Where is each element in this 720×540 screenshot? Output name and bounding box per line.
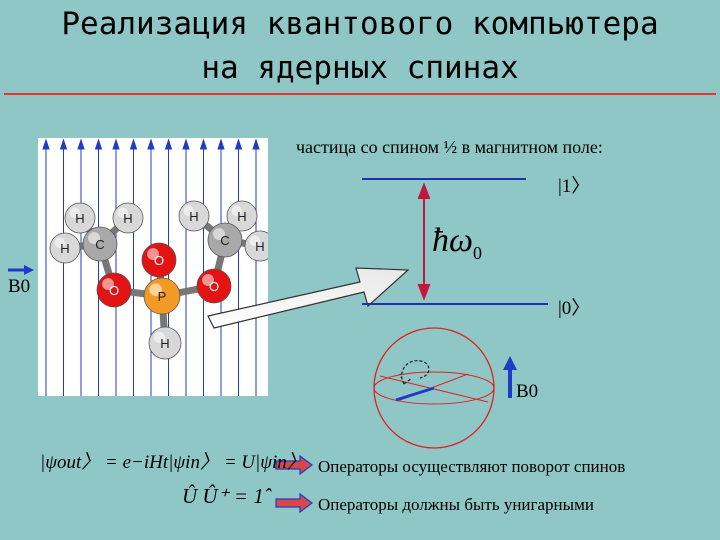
b0-left-label: B0 [8, 276, 31, 297]
field-arrowhead [42, 138, 50, 150]
atom-label: H [255, 239, 264, 254]
title-line-1: Реализация квантового компьютера [61, 6, 659, 42]
atom-label: H [160, 336, 169, 351]
note-unitary: Операторы должны быть унигарными [318, 495, 594, 514]
spin-vector [395, 386, 435, 402]
field-arrowhead [164, 138, 173, 150]
atom-label: H [60, 241, 69, 256]
atom-label: C [95, 237, 104, 252]
note-arrow-2 [275, 492, 313, 514]
atom-c: C [207, 222, 243, 258]
field-arrowhead [199, 138, 208, 150]
slide-title: Реализация квантового компьютера на ядер… [0, 2, 720, 90]
splitting-arrow [417, 182, 431, 301]
atom-o: O [141, 242, 177, 278]
atom-label: H [237, 209, 246, 224]
atom-label: O [209, 279, 219, 294]
atom-c: C [82, 226, 118, 262]
note-arrow-1 [275, 454, 313, 476]
atom-h: H [244, 230, 268, 262]
pointer-arrow [207, 267, 410, 329]
atom-h: H [49, 232, 81, 264]
atom-label: H [123, 211, 132, 226]
field-arrowhead [59, 138, 68, 150]
title-underline [4, 93, 716, 95]
field-arrowhead [182, 138, 190, 150]
note-rotation: Операторы осуществляют поворот спинов [318, 457, 626, 476]
field-arrowhead [252, 138, 260, 150]
unitarity-equation: Û Û⁺ = 1̂ [182, 484, 264, 508]
particle-caption: частица со спином ½ в магнитном поле: [296, 137, 603, 157]
atom-label: H [189, 209, 198, 224]
precession-path [399, 360, 430, 385]
atom-label: O [109, 283, 119, 298]
atom-h: H [148, 326, 182, 360]
atom-o: O [196, 268, 232, 304]
title-line-2: на ядерных спинах [201, 50, 519, 86]
splitting-subscript: 0 [473, 242, 483, 263]
energy-splitting-label: ħω0 [432, 222, 482, 264]
field-arrowhead [217, 138, 225, 150]
field-arrowhead [147, 138, 155, 150]
atom-o: O [96, 272, 132, 308]
atom-h: H [112, 202, 144, 234]
evolution-equation: |ψout〉 = e−iHt|ψin〉 = U|ψin〉 [40, 452, 306, 473]
field-arrowhead [77, 138, 85, 150]
ket-zero-label: |0〉 [558, 298, 591, 319]
b0-left-arrow [8, 265, 34, 275]
field-arrowhead [112, 138, 120, 150]
atom-label: O [154, 253, 164, 268]
b0-right-arrow [503, 356, 517, 398]
field-arrowhead [234, 138, 243, 150]
field-arrowhead [129, 138, 138, 150]
atom-h: H [64, 202, 96, 234]
atom-label: H [75, 211, 84, 226]
bloch-sphere [373, 327, 495, 449]
hbar-omega: ħω [432, 222, 474, 259]
atom-h: H [178, 200, 210, 232]
atom-label: C [220, 233, 229, 248]
ket-one-label: |1〉 [558, 176, 591, 197]
field-arrowhead [94, 138, 103, 150]
atom-label: P [158, 289, 167, 304]
atom-h: H [226, 200, 258, 232]
atom-p: P [143, 277, 181, 315]
b0-right-label: B0 [516, 381, 539, 402]
